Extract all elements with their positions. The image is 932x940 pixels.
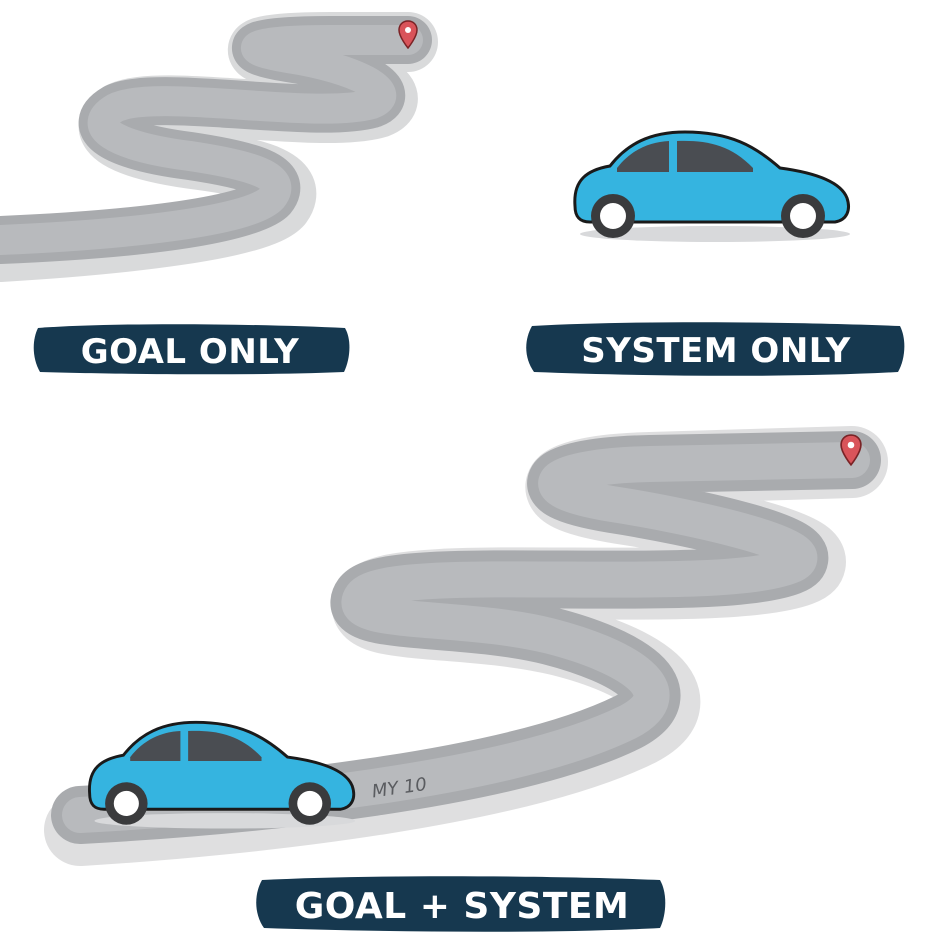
car-icon <box>573 130 852 243</box>
goal-only-banner: GOAL ONLY <box>33 324 350 375</box>
goal-only-label: GOAL ONLY <box>81 332 300 372</box>
goal-system-label: GOAL + SYSTEM <box>295 886 630 927</box>
goal-only-road <box>0 12 438 282</box>
system-only-label: SYSTEM ONLY <box>581 331 851 371</box>
goal-system-road <box>44 426 888 866</box>
goal-system-banner: GOAL + SYSTEM <box>256 876 666 932</box>
system-only-banner: SYSTEM ONLY <box>526 322 905 376</box>
